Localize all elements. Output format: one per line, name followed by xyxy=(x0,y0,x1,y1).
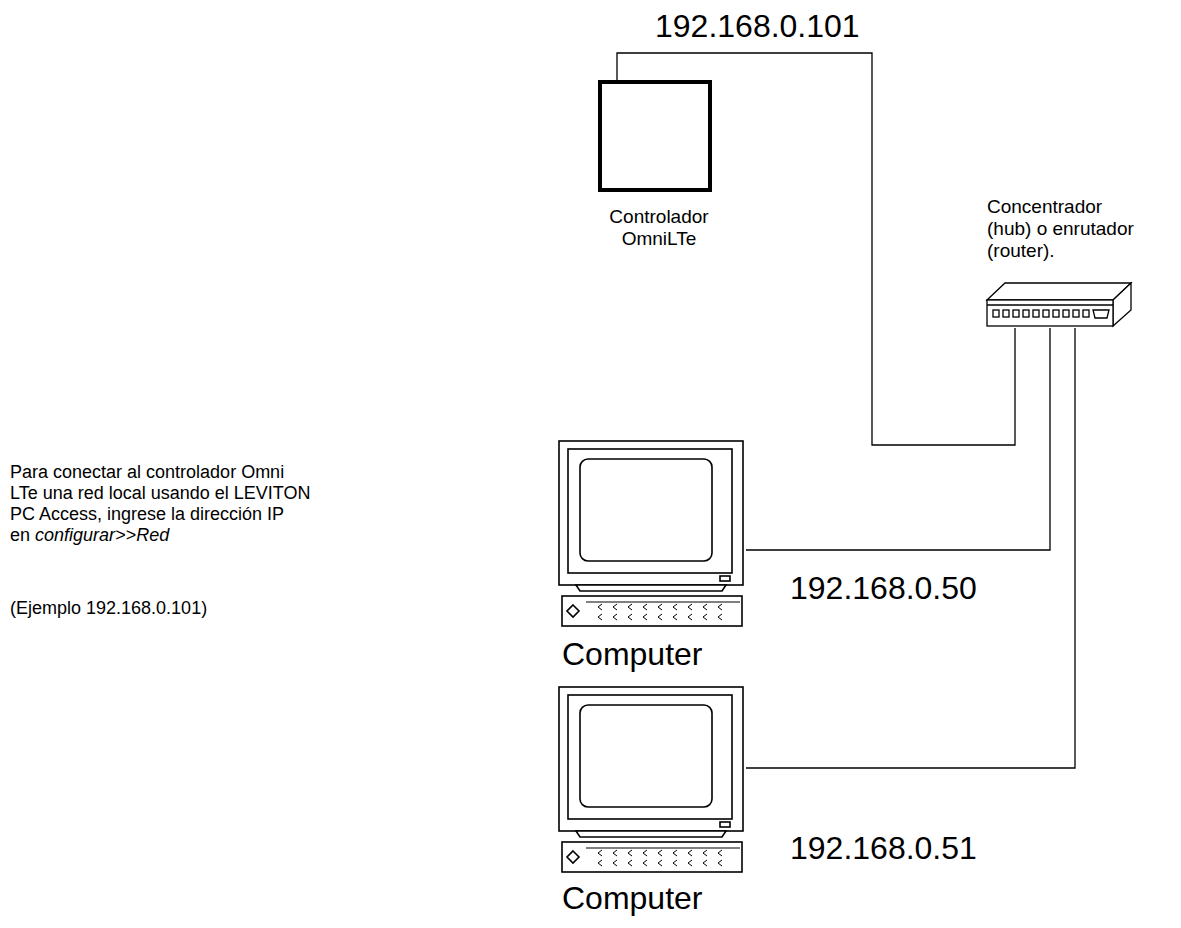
network-cable xyxy=(746,328,1075,768)
router-node: Concentrador (hub) o enrutador (router). xyxy=(985,280,1133,328)
ip-address: 192.168.0.50 xyxy=(790,570,977,607)
ip-address: 192.168.0.51 xyxy=(790,830,977,867)
router-icon xyxy=(985,280,1133,328)
computer-node: Computer xyxy=(558,686,746,874)
computer-label: Computer xyxy=(562,636,762,673)
controller-label: Controlador OmniLTe xyxy=(572,206,746,250)
network-cable xyxy=(746,328,1050,550)
example-note: (Ejemplo 192.168.0.101) xyxy=(10,598,340,619)
computer-node: Computer xyxy=(558,440,746,628)
computer-icon xyxy=(558,686,746,874)
example-text: (Ejemplo 192.168.0.101) xyxy=(10,598,207,618)
router-label: Concentrador (hub) o enrutador (router). xyxy=(987,196,1149,262)
computer-label: Computer xyxy=(562,880,762,917)
network-cable xyxy=(617,53,1015,445)
computer-icon xyxy=(558,440,746,628)
menu-path: configurar>>Red xyxy=(35,525,169,545)
controller-box: Controlador OmniLTe xyxy=(598,80,712,192)
instruction-note: Para conectar al controlador Omni LTe un… xyxy=(10,462,313,546)
ip-address: 192.168.0.101 xyxy=(655,8,860,45)
